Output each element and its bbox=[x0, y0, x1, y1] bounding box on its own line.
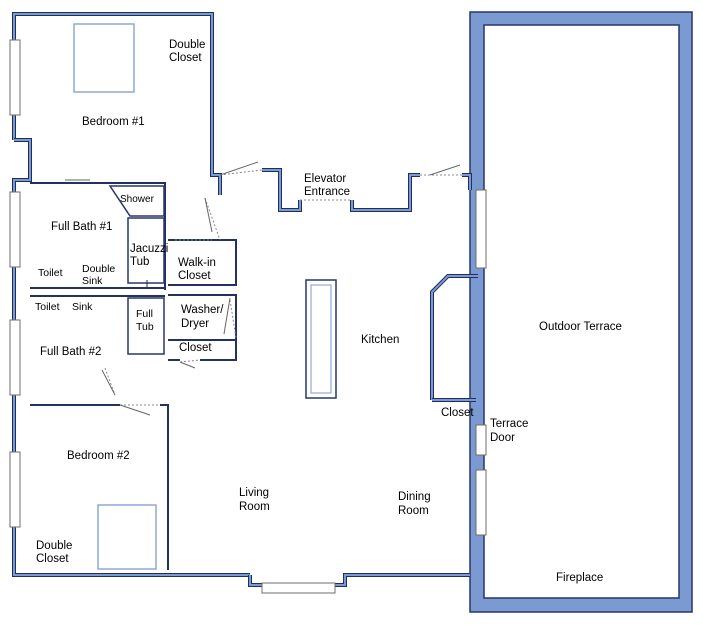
windows bbox=[9, 39, 487, 594]
svg-text:Entrance: Entrance bbox=[304, 186, 350, 198]
toilet2-label: Toilet bbox=[35, 301, 60, 313]
svg-text:Closet: Closet bbox=[169, 52, 202, 64]
shower bbox=[108, 185, 165, 217]
double-closet-bottom-label: Double bbox=[36, 540, 72, 552]
interior-walls bbox=[30, 182, 237, 570]
fireplace-label: Fireplace bbox=[556, 572, 603, 584]
kitchen-closet-label: Closet bbox=[441, 407, 474, 419]
svg-text:Tub: Tub bbox=[130, 256, 149, 268]
beds bbox=[73, 23, 157, 570]
shower-label: Shower bbox=[120, 194, 155, 205]
svg-text:Door: Door bbox=[490, 432, 515, 444]
toilet1-label: Toilet bbox=[38, 267, 63, 279]
bed-2 bbox=[97, 504, 157, 570]
living-room-label: Living bbox=[239, 487, 269, 499]
svg-text:Tub: Tub bbox=[136, 321, 154, 333]
full-tub bbox=[127, 297, 165, 355]
svg-text:Sink: Sink bbox=[82, 275, 103, 287]
bedroom1-label: Bedroom #1 bbox=[82, 116, 145, 128]
full-bath2-label: Full Bath #2 bbox=[40, 346, 101, 358]
double-sink-label: Double bbox=[82, 263, 115, 275]
dining-room-label: Dining bbox=[398, 491, 431, 503]
svg-text:Dryer: Dryer bbox=[181, 318, 209, 330]
walkin-closet-label: Walk-in bbox=[178, 257, 216, 269]
closet-label: Closet bbox=[179, 342, 212, 354]
bedroom2-label: Bedroom #2 bbox=[67, 450, 130, 462]
svg-text:Closet: Closet bbox=[178, 270, 211, 282]
double-closet-label: Double bbox=[169, 39, 205, 51]
bath-fixtures bbox=[108, 185, 165, 355]
exterior-walls bbox=[12, 12, 478, 587]
jacuzzi-tub bbox=[127, 217, 165, 284]
kitchen-label: Kitchen bbox=[361, 334, 399, 346]
outdoor-terrace bbox=[469, 11, 693, 613]
full-bath1-label: Full Bath #1 bbox=[51, 221, 112, 233]
full-tub-label: Full bbox=[136, 308, 153, 320]
jacuzzi-label: Jacuzzi bbox=[130, 243, 168, 255]
elevator-label: Elevator bbox=[304, 173, 346, 185]
terrace-door-label: Terrace bbox=[490, 418, 528, 430]
doors bbox=[65, 161, 462, 416]
outdoor-terrace-label: Outdoor Terrace bbox=[539, 321, 622, 333]
room-labels: Double Closet Bedroom #1 Shower Elevator… bbox=[35, 39, 622, 584]
washer-dryer-label: Washer/ bbox=[181, 304, 224, 316]
svg-text:Room: Room bbox=[398, 505, 429, 517]
sink-label: Sink bbox=[72, 301, 93, 313]
svg-text:Room: Room bbox=[239, 501, 270, 513]
svg-text:Closet: Closet bbox=[36, 553, 69, 565]
bed-1 bbox=[73, 23, 135, 93]
